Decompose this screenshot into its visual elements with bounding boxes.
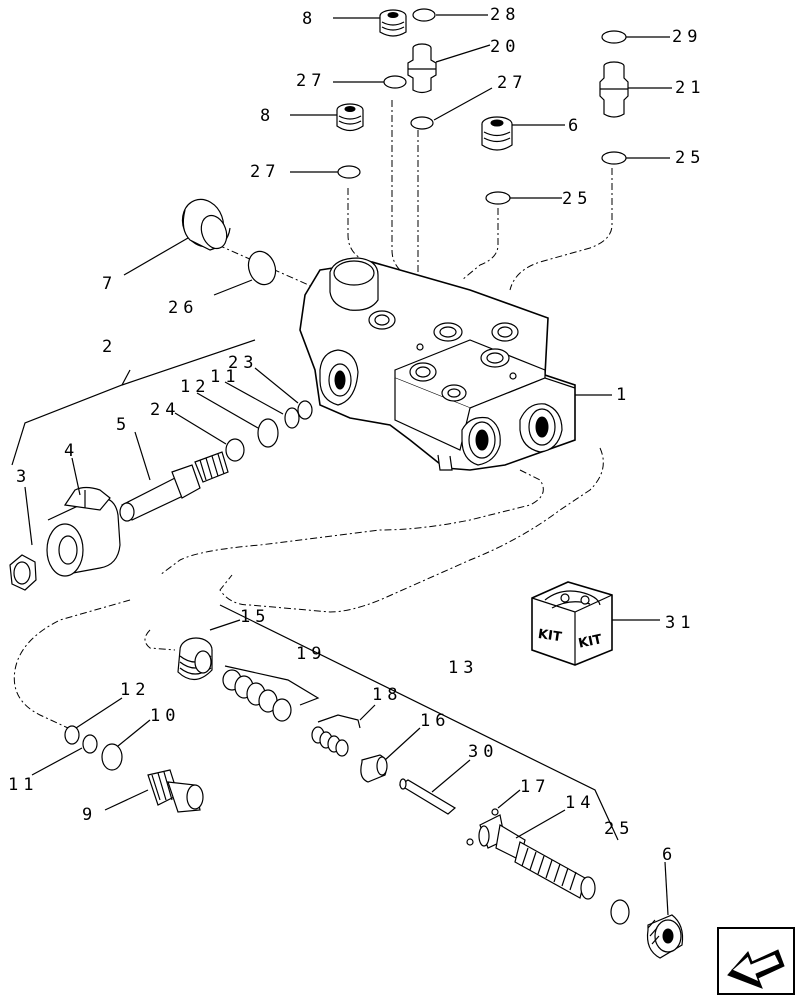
kit-label-left: KIT xyxy=(537,627,563,645)
label-24: 24 xyxy=(150,400,180,420)
spool-14 xyxy=(478,814,596,900)
label-8-mid: 8 xyxy=(260,106,275,126)
label-20: 20 xyxy=(490,37,520,57)
label-8-top: 8 xyxy=(302,9,317,29)
label-13: 13 xyxy=(448,658,478,678)
seat-15 xyxy=(177,637,213,681)
label-31: 31 xyxy=(665,613,695,633)
label-22: 12 xyxy=(180,377,210,397)
label-29: 29 xyxy=(672,27,702,47)
label-3: 3 xyxy=(16,467,31,487)
label-25-c: 25 xyxy=(604,819,634,839)
label-25-a: 25 xyxy=(562,189,592,209)
arrow-icon xyxy=(727,949,785,989)
label-2: 2 xyxy=(102,337,117,357)
plug-8-top xyxy=(379,9,407,37)
label-12: 12 xyxy=(120,680,150,700)
label-30: 30 xyxy=(468,742,498,762)
label-6-lower: 6 xyxy=(662,845,677,865)
cartridge-5 xyxy=(119,451,229,522)
check-valve-9 xyxy=(147,769,204,813)
coil-4 xyxy=(46,486,121,577)
label-21: 21 xyxy=(675,78,705,98)
plug-8-mid xyxy=(336,103,364,132)
adapter-20 xyxy=(407,43,437,94)
label-4: 4 xyxy=(64,441,79,461)
label-9: 9 xyxy=(82,805,97,825)
adapter-21 xyxy=(599,61,629,118)
solenoid-group xyxy=(9,339,313,591)
part-labels: 8 28 20 27 27 8 27 6 25 29 21 25 7 26 1 … xyxy=(8,5,705,865)
plug-6-lower xyxy=(646,914,684,959)
label-11: 11 xyxy=(8,775,38,795)
label-6-top: 6 xyxy=(568,116,583,136)
label-10: 10 xyxy=(150,706,180,726)
label-25-b: 25 xyxy=(675,148,705,168)
label-15: 15 xyxy=(240,607,270,627)
kit-label-right: KIT xyxy=(577,632,604,652)
label-23: 23 xyxy=(228,353,258,373)
label-27-a: 27 xyxy=(296,71,326,91)
label-16: 16 xyxy=(420,711,450,731)
label-18: 18 xyxy=(372,685,402,705)
label-19: 19 xyxy=(296,644,326,664)
routing-lines xyxy=(13,100,613,729)
label-17: 17 xyxy=(520,777,550,797)
label-26: 26 xyxy=(168,298,198,318)
top-fittings xyxy=(181,8,629,286)
lower-parts xyxy=(64,604,684,959)
label-27-b: 27 xyxy=(497,73,527,93)
plug-7 xyxy=(181,198,231,251)
label-1: 1 xyxy=(616,385,631,405)
label-27-c: 27 xyxy=(250,162,280,182)
label-14: 14 xyxy=(565,793,595,813)
leader-lines xyxy=(24,14,672,916)
kit-box: KIT KIT xyxy=(531,581,613,666)
valve-body xyxy=(299,257,576,471)
navigation-arrow-button[interactable] xyxy=(717,927,795,995)
plug-6-top xyxy=(481,116,513,151)
label-21-b: 11 xyxy=(210,367,240,387)
label-7: 7 xyxy=(102,274,117,294)
label-5: 5 xyxy=(116,415,131,435)
label-28: 28 xyxy=(490,5,520,25)
